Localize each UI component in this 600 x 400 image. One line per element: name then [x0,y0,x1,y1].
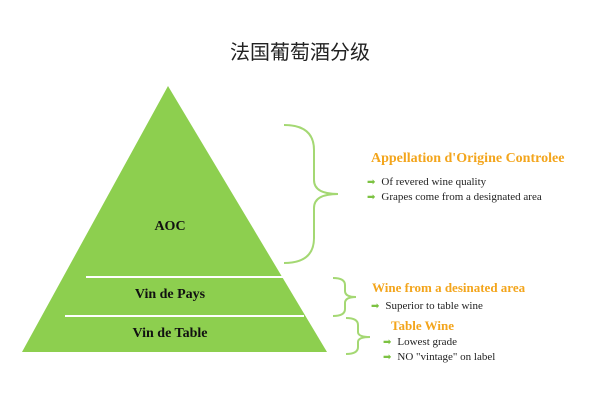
green-arrow-icon: ➡ [367,177,376,188]
bullet-text: Superior to table wine [385,300,483,312]
bullet-text: Lowest grade [397,336,457,348]
bullet-item: ➡ Superior to table wine [371,300,483,312]
brace-vin-de-table [345,317,371,355]
bullet-item: ➡ Of revered wine quality [367,176,486,188]
green-arrow-icon: ➡ [383,352,392,363]
bullet-text: Of revered wine quality [381,176,487,188]
brace-aoc [283,124,339,264]
page-title: 法国葡萄酒分级 [230,40,370,64]
bullet-item: ➡ Lowest grade [383,336,457,348]
green-arrow-icon: ➡ [383,337,392,348]
bullet-item: ➡ Grapes come from a designated area [367,191,542,203]
bullet-text: Grapes come from a designated area [381,191,542,203]
category-title-vin-de-pays: Wine from a desinated area [372,280,526,295]
category-title-aoc: Appellation d'Origine Controlee [371,151,565,166]
green-arrow-icon: ➡ [367,192,376,203]
bullet-item: ➡ NO "vintage" on label [383,351,495,363]
bullet-text: NO "vintage" on label [397,351,496,363]
tier-label-vin-de-table: Vin de Table [132,326,208,341]
tier-label-vin-de-pays: Vin de Pays [134,287,206,302]
tier-label-aoc: AOC [154,219,186,234]
brace-vin-de-pays [332,277,357,317]
category-title-vin-de-table: Table Wine [391,318,454,333]
green-arrow-icon: ➡ [371,301,380,312]
pyramid-shape [22,86,327,352]
